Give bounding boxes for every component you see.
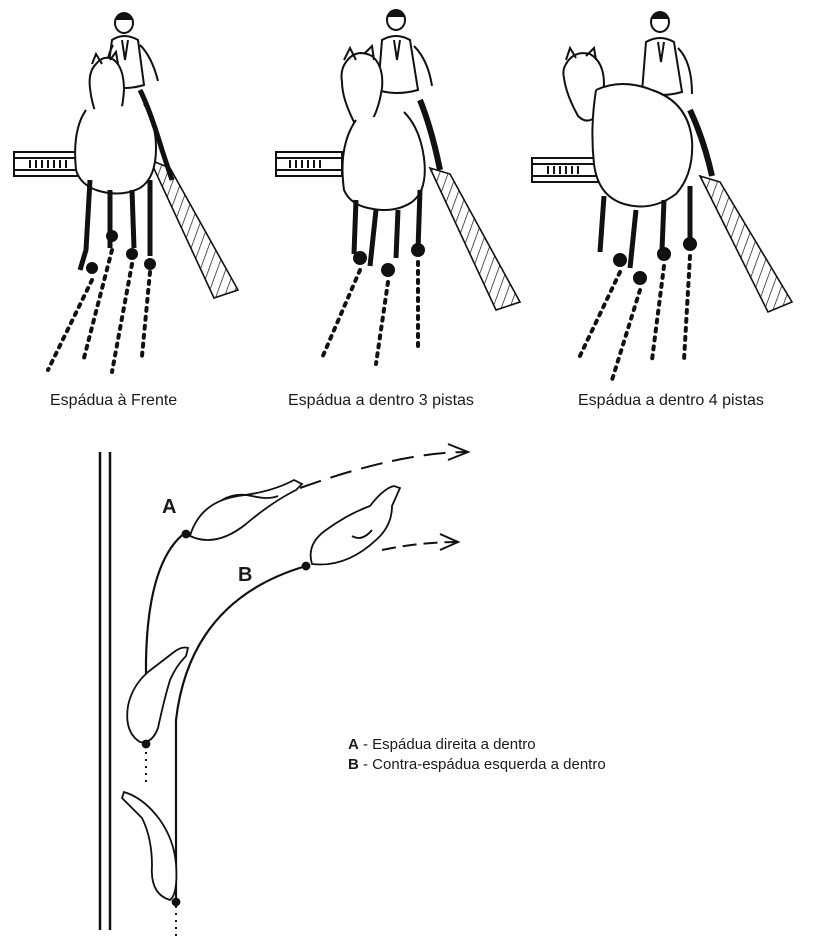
legend-text-a: - Espádua direita a dentro — [359, 736, 536, 753]
path-label-a: A — [162, 496, 176, 519]
legend-item-a: A - Espádua direita a dentro — [348, 736, 536, 753]
horse-top-view — [303, 486, 401, 570]
arena-rail — [276, 152, 342, 176]
hoof-tracks — [48, 250, 150, 372]
horse-top-view — [183, 480, 303, 540]
caption-shoulder-in-4-tracks: Espádua a dentro 4 pistas — [578, 392, 764, 410]
legend-key-b: B — [348, 756, 359, 773]
arena-rail — [532, 158, 598, 182]
rider — [642, 12, 692, 95]
caption-shoulder-fore: Espádua à Frente — [50, 392, 177, 410]
arena-wall — [700, 176, 792, 312]
path-label-b: B — [238, 564, 252, 587]
path-a-arrow — [300, 452, 468, 488]
caption-shoulder-in-3-tracks: Espádua a dentro 3 pistas — [288, 392, 474, 410]
horse-figure-shoulder-in-3-tracks — [276, 10, 520, 364]
path-b-line — [176, 566, 306, 902]
horse-figure-shoulder-in-4-tracks — [532, 12, 792, 380]
horse-figure-shoulder-fore — [14, 13, 238, 372]
hoof-tracks — [322, 262, 418, 364]
arena-path-diagram — [100, 444, 468, 936]
horse-top-view — [122, 792, 180, 906]
arena-rail — [14, 152, 80, 176]
legend-text-b: - Contra-espádua esquerda a dentro — [359, 756, 606, 773]
legend-item-b: B - Contra-espádua esquerda a dentro — [348, 756, 606, 773]
legend-key-a: A — [348, 736, 359, 753]
arena-wall — [430, 168, 520, 310]
rider — [378, 10, 432, 93]
arena-wall — [150, 160, 238, 298]
